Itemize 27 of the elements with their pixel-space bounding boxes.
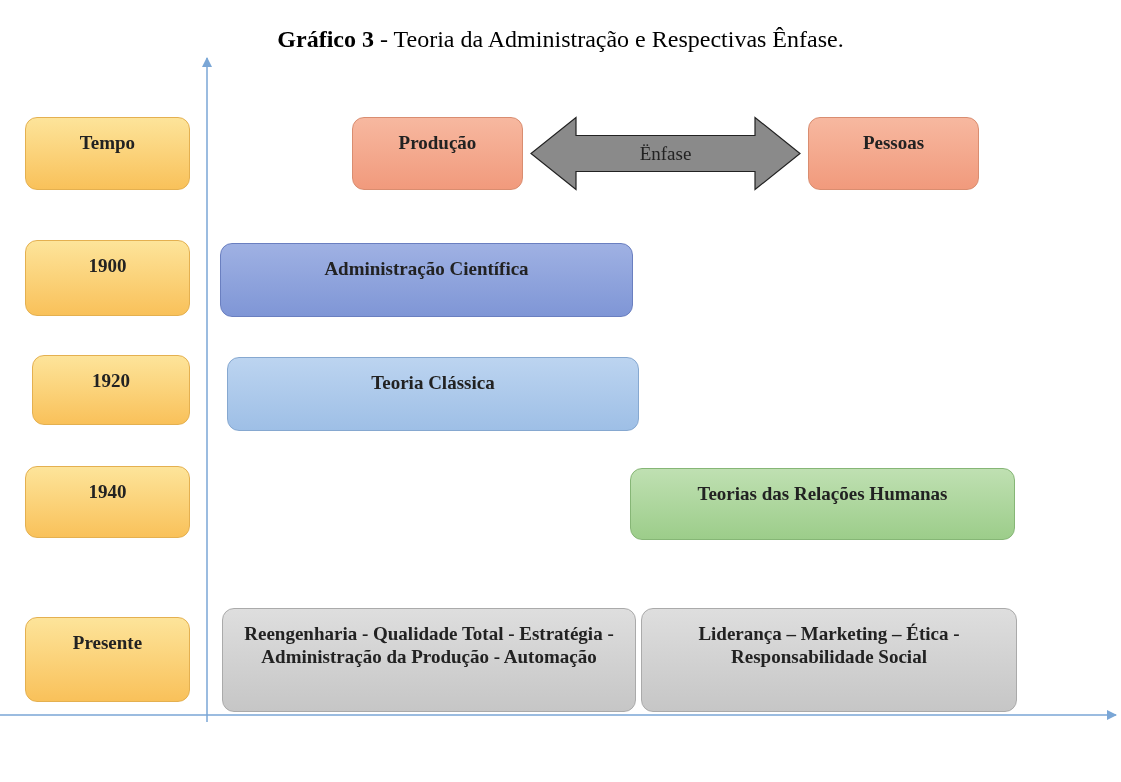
time-label-box (25, 617, 190, 702)
box-text: Produção (398, 132, 477, 155)
box-text: 1900 (88, 255, 127, 278)
box-text: Presente (72, 632, 143, 655)
theory-bar (641, 608, 1017, 712)
box-text: 1940 (88, 481, 127, 504)
theory-bar (630, 468, 1015, 540)
time-label-box (25, 466, 190, 538)
theory-bar (220, 243, 633, 317)
chart-title: Gráfico 3 - Teoria da Administração e Respectivas Ênfase. (276, 26, 845, 53)
time-label-box (25, 240, 190, 316)
box-text: Administração Científica (324, 258, 529, 281)
theory-bar (222, 608, 636, 712)
time-label-box (25, 117, 190, 190)
box-text: Teorias das Relações Humanas (697, 483, 948, 506)
box-text: Tempo (79, 132, 136, 155)
box-text: Pessoas (862, 132, 925, 155)
box-text: Reengenharia - Qualidade Total - Estratégia - Administração da Produção - Automação (243, 623, 615, 669)
time-label-box (32, 355, 190, 425)
box-text: 1920 (92, 370, 130, 393)
box-text: Teoria Clássica (371, 372, 495, 395)
box-text: Liderança – Marketing – Ética - Responsabilidade Social (697, 623, 961, 669)
emphasis-box (352, 117, 523, 190)
emphasis-box (808, 117, 979, 190)
theory-bar (227, 357, 639, 431)
double-block-arrow (530, 116, 801, 191)
edge-label: Ënfase (638, 142, 693, 165)
